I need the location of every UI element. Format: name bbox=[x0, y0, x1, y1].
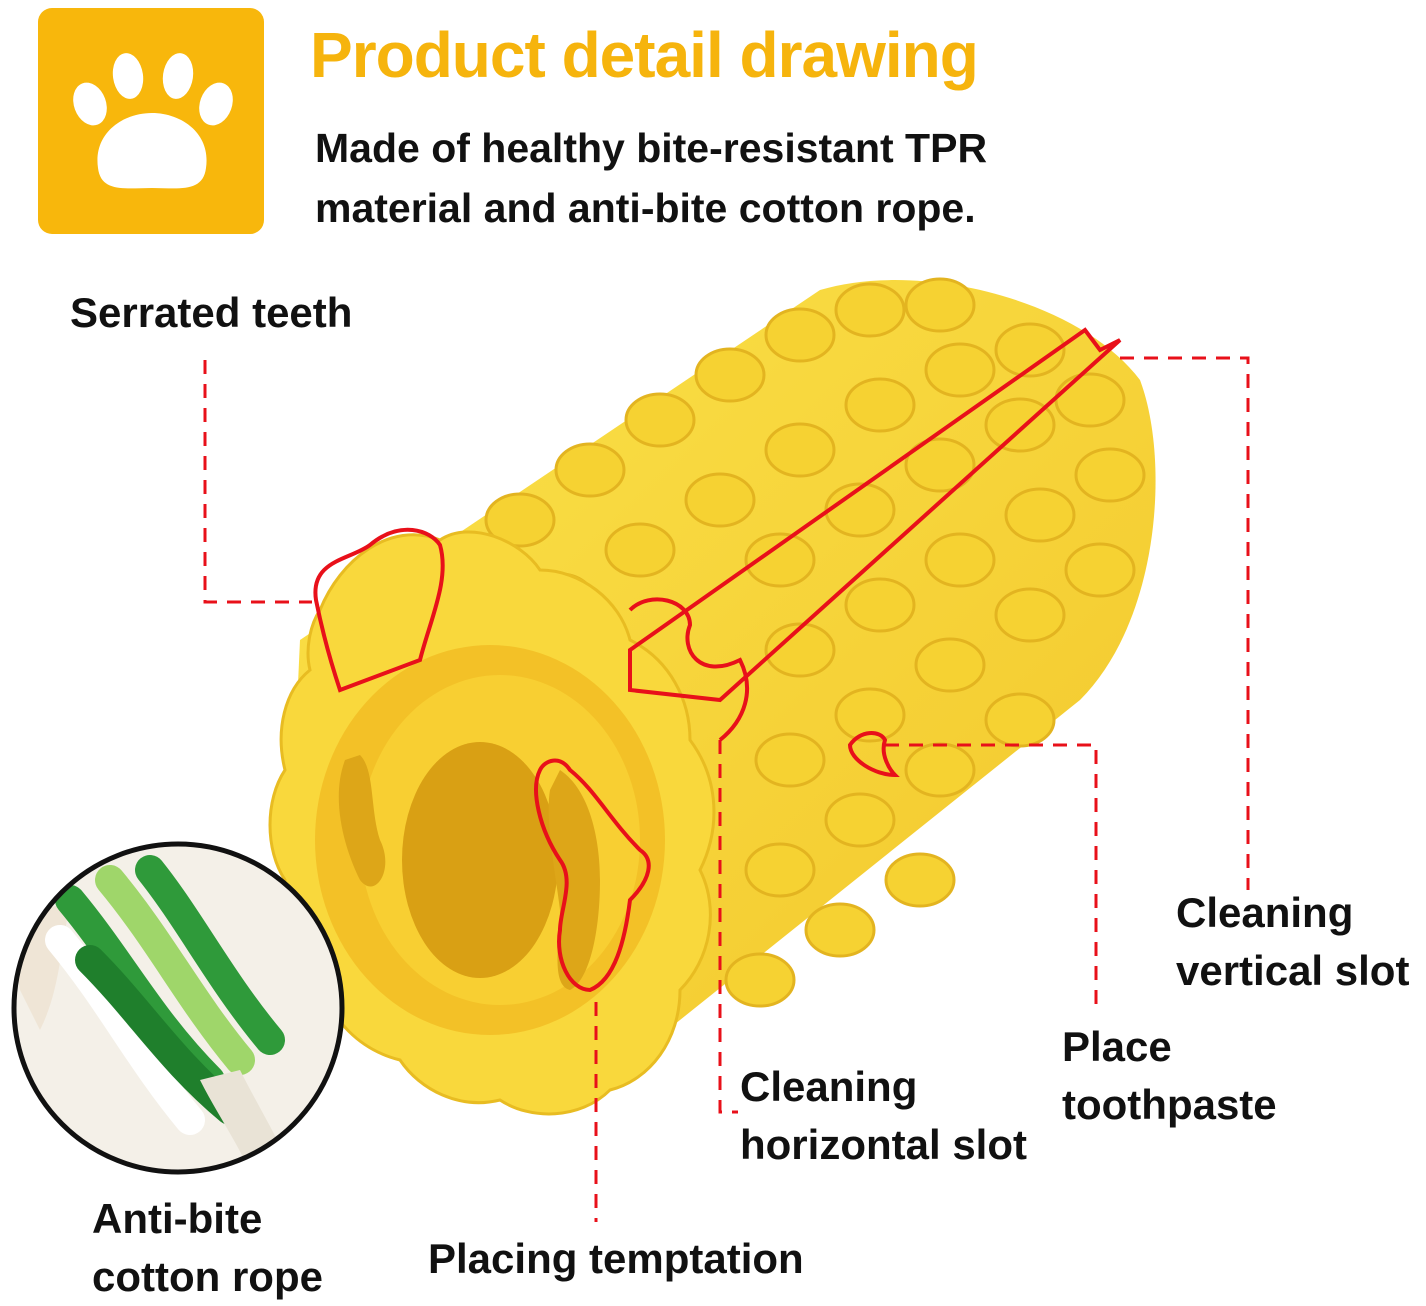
subtitle-line-2: material and anti-bite cotton rope. bbox=[315, 185, 976, 231]
label-line: cotton rope bbox=[92, 1253, 323, 1300]
rope-inset bbox=[11, 841, 345, 1175]
label-line: Cleaning bbox=[1176, 889, 1354, 936]
paw-icon bbox=[73, 53, 233, 189]
page-subtitle: Made of healthy bite-resistant TPR mater… bbox=[315, 118, 987, 238]
brand-logo bbox=[38, 8, 264, 234]
leader-lines bbox=[203, 356, 1250, 1222]
label-cleaning-horizontal-slot: Cleaning horizontal slot bbox=[740, 1058, 1027, 1174]
label-line: horizontal slot bbox=[740, 1121, 1027, 1168]
highlight-outlines bbox=[313, 327, 1122, 993]
label-line: toothpaste bbox=[1062, 1081, 1277, 1128]
label-serrated-teeth: Serrated teeth bbox=[70, 289, 353, 336]
label-anti-bite-rope: Anti-bite cotton rope bbox=[92, 1190, 323, 1306]
page-title: Product detail drawing bbox=[310, 19, 979, 91]
label-placing-temptation: Placing temptation bbox=[428, 1235, 804, 1282]
label-place-toothpaste: Place toothpaste bbox=[1062, 1018, 1277, 1134]
corn-chew-toy bbox=[268, 277, 1156, 1116]
label-line: vertical slot bbox=[1176, 947, 1410, 994]
label-line: Cleaning bbox=[740, 1063, 918, 1110]
label-line: Place bbox=[1062, 1023, 1172, 1070]
label-cleaning-vertical-slot: Cleaning vertical slot bbox=[1176, 884, 1409, 1000]
subtitle-line-1: Made of healthy bite-resistant TPR bbox=[315, 125, 988, 171]
label-line: Anti-bite bbox=[92, 1195, 263, 1242]
